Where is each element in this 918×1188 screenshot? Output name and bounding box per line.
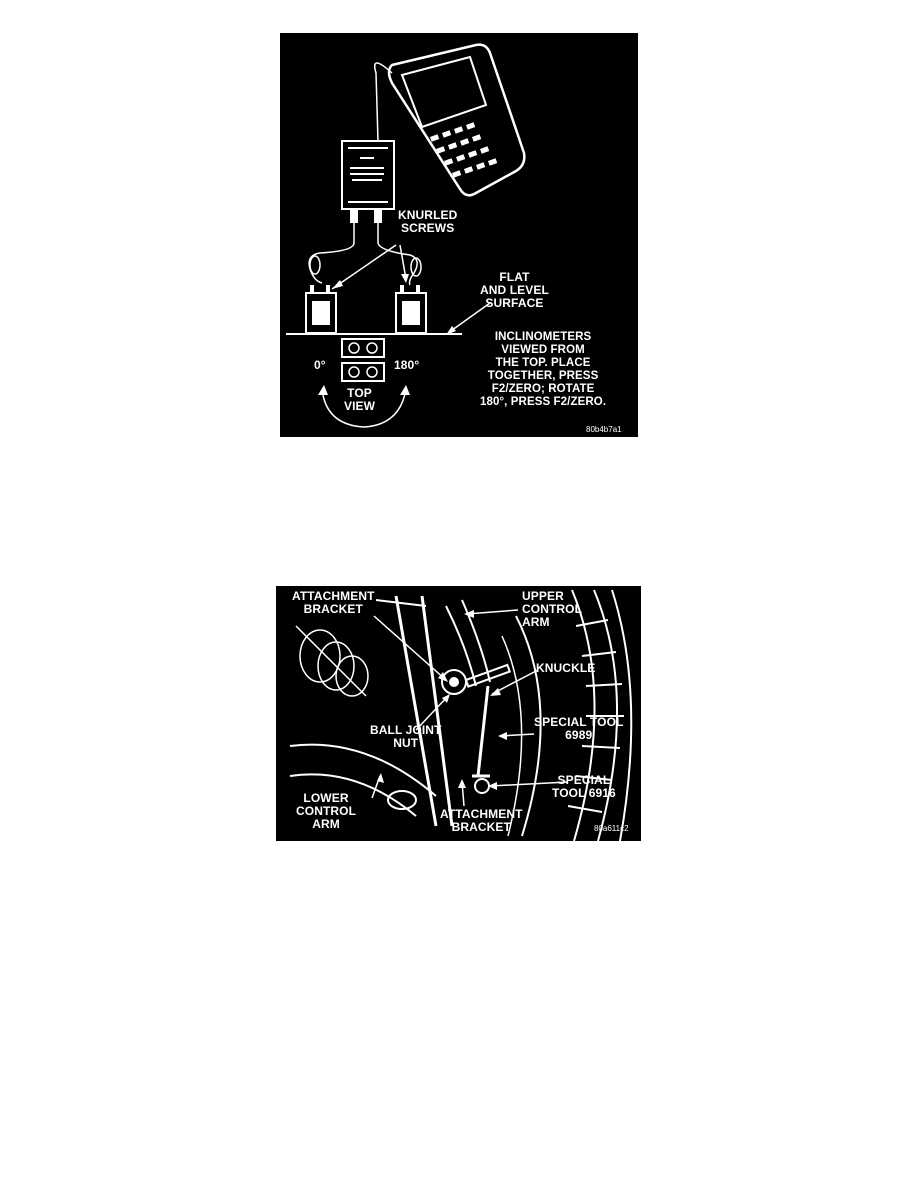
inclinometer-left-drawing — [305, 285, 337, 334]
figure-code: 80b4b7a1 — [586, 425, 622, 434]
knuckle-label: KNUCKLE — [536, 661, 596, 675]
cv-boot-drawing — [295, 625, 369, 697]
attachment-bracket-top-label: ATTACHMENT BRACKET — [292, 589, 375, 616]
inclinometer-right-drawing — [395, 285, 427, 334]
special-tool-6916-label: SPECIAL TOOL 6916 — [552, 773, 616, 800]
special-tool-6989-label: SPECIAL TOOL 6989 — [534, 715, 624, 742]
attachment-bracket-bottom-label: ATTACHMENT BRACKET — [440, 807, 523, 834]
tire-drawing — [567, 589, 633, 841]
figure-code: 80a611c2 — [594, 824, 629, 833]
top-view-label: TOP VIEW — [344, 386, 376, 413]
suspension-illustration — [289, 589, 633, 841]
inclinometer-illustration — [286, 43, 526, 428]
instructions-label: INCLINOMETERS VIEWED FROM THE TOP. PLACE… — [480, 331, 607, 408]
ball-joint-nut-label: BALL JOINT NUT — [370, 723, 442, 750]
lower-control-arm-label: LOWER CONTROL ARM — [296, 791, 357, 831]
knurled-screws-label: KNURLED SCREWS — [398, 208, 458, 235]
flat-surface-label: FLAT AND LEVEL SURFACE — [480, 270, 549, 310]
zero-degree-label: 0° — [314, 358, 326, 372]
one-eighty-degree-label: 180° — [394, 358, 420, 372]
top-view-drawing — [318, 338, 410, 428]
interface-module-drawing — [341, 140, 395, 223]
suspension-figure: ATTACHMENT BRACKET UPPER CONTROL ARM KNU… — [276, 586, 641, 841]
upper-control-arm-label: UPPER CONTROL ARM — [522, 589, 583, 629]
inclinometer-figure: KNURLED SCREWS FLAT AND LEVEL SURFACE IN… — [280, 33, 638, 437]
scan-tool-drawing — [387, 43, 526, 197]
pointer-arrows — [371, 609, 569, 807]
